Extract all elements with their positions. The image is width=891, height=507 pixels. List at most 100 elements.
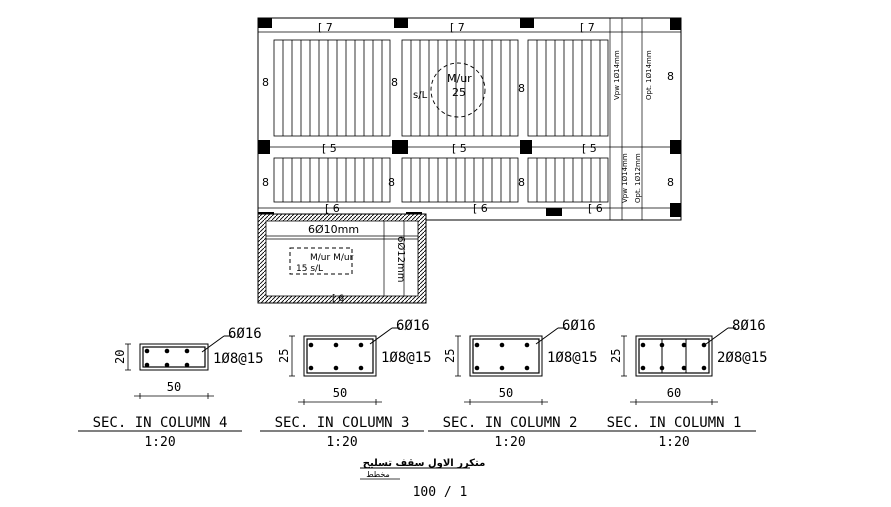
rebar-label: 8Ø16 [732, 318, 766, 334]
side-label: 8 [388, 176, 395, 189]
stirrup-label: 1Ø8@15 [213, 351, 264, 367]
side-label: 8 [262, 176, 269, 189]
rebar-dot [184, 362, 190, 368]
rebar-dot [164, 348, 170, 354]
rebar-dot [164, 362, 170, 368]
section-title: SEC. IN COLUMN 2 [443, 415, 578, 431]
rebar-dot [474, 365, 480, 371]
bars-label: [ 5 [452, 142, 467, 155]
side-label: 8 [262, 76, 269, 89]
plan-labels: [ 7 [ 7 [ 7 [ 5 [ 5 [ 5 [ 6 [ 6 [ 6 8 8 … [262, 21, 674, 304]
rebar-dot [333, 365, 339, 371]
plan-scale: 100 / 1 [413, 485, 468, 500]
section-scale: 1:20 [326, 435, 357, 450]
rebar-dot [499, 342, 505, 348]
stirrup-label: 2Ø8@15 [717, 350, 768, 366]
side-label: 8 [518, 82, 525, 95]
side-label: 8 [667, 176, 674, 189]
stair-bars-side: 6Ø12mm [395, 236, 407, 282]
height-dimension: 25 [443, 349, 457, 363]
rebar-dot [144, 348, 150, 354]
vertical-rebar-label: Opt. 1Ø12mm [634, 153, 642, 203]
vertical-rebar-label: Vpw 1Ø14mm [621, 153, 629, 203]
rebar-dot [144, 362, 150, 368]
side-label: 8 [667, 70, 674, 83]
bars-label: [ 7 [318, 21, 333, 34]
slab-panel [401, 157, 519, 203]
rebar-dot [659, 342, 665, 348]
rebar-dot [701, 342, 707, 348]
drawing-footer: متكرر الاول سقف تسليح مخطط 100 / 1 [360, 458, 485, 500]
vertical-rebar-label: Opt. 1Ø14mm [645, 50, 653, 100]
rebar-dot [659, 365, 665, 371]
rebar-dot [358, 365, 364, 371]
slab-panel [527, 39, 609, 137]
stair-room [257, 213, 427, 304]
rebar-dot [308, 365, 314, 371]
width-dimension: 60 [667, 386, 681, 400]
rebar-dot [184, 348, 190, 354]
opening-circle [430, 62, 486, 118]
stair-bottom-label: [ 6 [332, 294, 344, 304]
circle-label-top: M/ur [447, 72, 472, 85]
bars-label: [ 5 [322, 142, 337, 155]
slab-panel [273, 39, 391, 137]
slab-panel [527, 157, 609, 203]
circle-label-mid: 25 [452, 86, 466, 99]
rebar-dot [524, 342, 530, 348]
slab-panel [401, 39, 519, 137]
arabic-subtitle: مخطط [366, 470, 390, 479]
bars-label: [ 5 [582, 142, 597, 155]
stair-bars-top: 6Ø10mm [308, 223, 359, 236]
rebar-dot [681, 342, 687, 348]
bars-label: [ 7 [580, 21, 595, 34]
rebar-label: 6Ø16 [396, 318, 430, 334]
rebar-dot [681, 365, 687, 371]
vertical-rebar-label: Vpw 1Ø14mm [613, 50, 621, 100]
stirrup-label: 1Ø8@15 [547, 350, 598, 366]
rebar-dot [358, 342, 364, 348]
stair-note-bottom: 15 s/L [296, 264, 323, 274]
rebar-dot [333, 342, 339, 348]
bars-label: [ 6 [473, 202, 488, 215]
bars-label: [ 7 [450, 21, 465, 34]
width-dimension: 50 [499, 386, 513, 400]
width-dimension: 50 [167, 380, 181, 394]
slab-panel [273, 157, 391, 203]
rebar-dot [499, 365, 505, 371]
section-title: SEC. IN COLUMN 3 [275, 415, 410, 431]
height-dimension: 25 [277, 349, 291, 363]
section-scale: 1:20 [658, 435, 689, 450]
rebar-dot [640, 365, 646, 371]
width-dimension: 50 [333, 386, 347, 400]
height-dimension: 25 [609, 349, 623, 363]
bars-label: [ 6 [325, 202, 340, 215]
stair-note-top: M/ur M/ur [310, 253, 354, 263]
slab-panels [273, 39, 609, 203]
rebar-label: 6Ø16 [228, 326, 262, 342]
stair-note-box [289, 247, 353, 275]
rebar-dot [474, 342, 480, 348]
arabic-title: متكرر الاول سقف تسليح [363, 458, 486, 469]
bars-label: [ 6 [588, 202, 603, 215]
section-scale: 1:20 [144, 435, 175, 450]
stirrup-label: 1Ø8@15 [381, 350, 432, 366]
section-scale: 1:20 [494, 435, 525, 450]
rebar-label: 6Ø16 [562, 318, 596, 334]
section-title: SEC. IN COLUMN 1 [607, 415, 742, 431]
rebar-dot [308, 342, 314, 348]
side-label: 8 [518, 176, 525, 189]
rebar-dot [524, 365, 530, 371]
section-title: SEC. IN COLUMN 4 [93, 415, 228, 431]
height-dimension: 20 [113, 350, 127, 364]
side-label: 8 [391, 76, 398, 89]
circle-label-side: s/L [413, 90, 428, 101]
rebar-dot [640, 342, 646, 348]
rebar-dot [701, 365, 707, 371]
